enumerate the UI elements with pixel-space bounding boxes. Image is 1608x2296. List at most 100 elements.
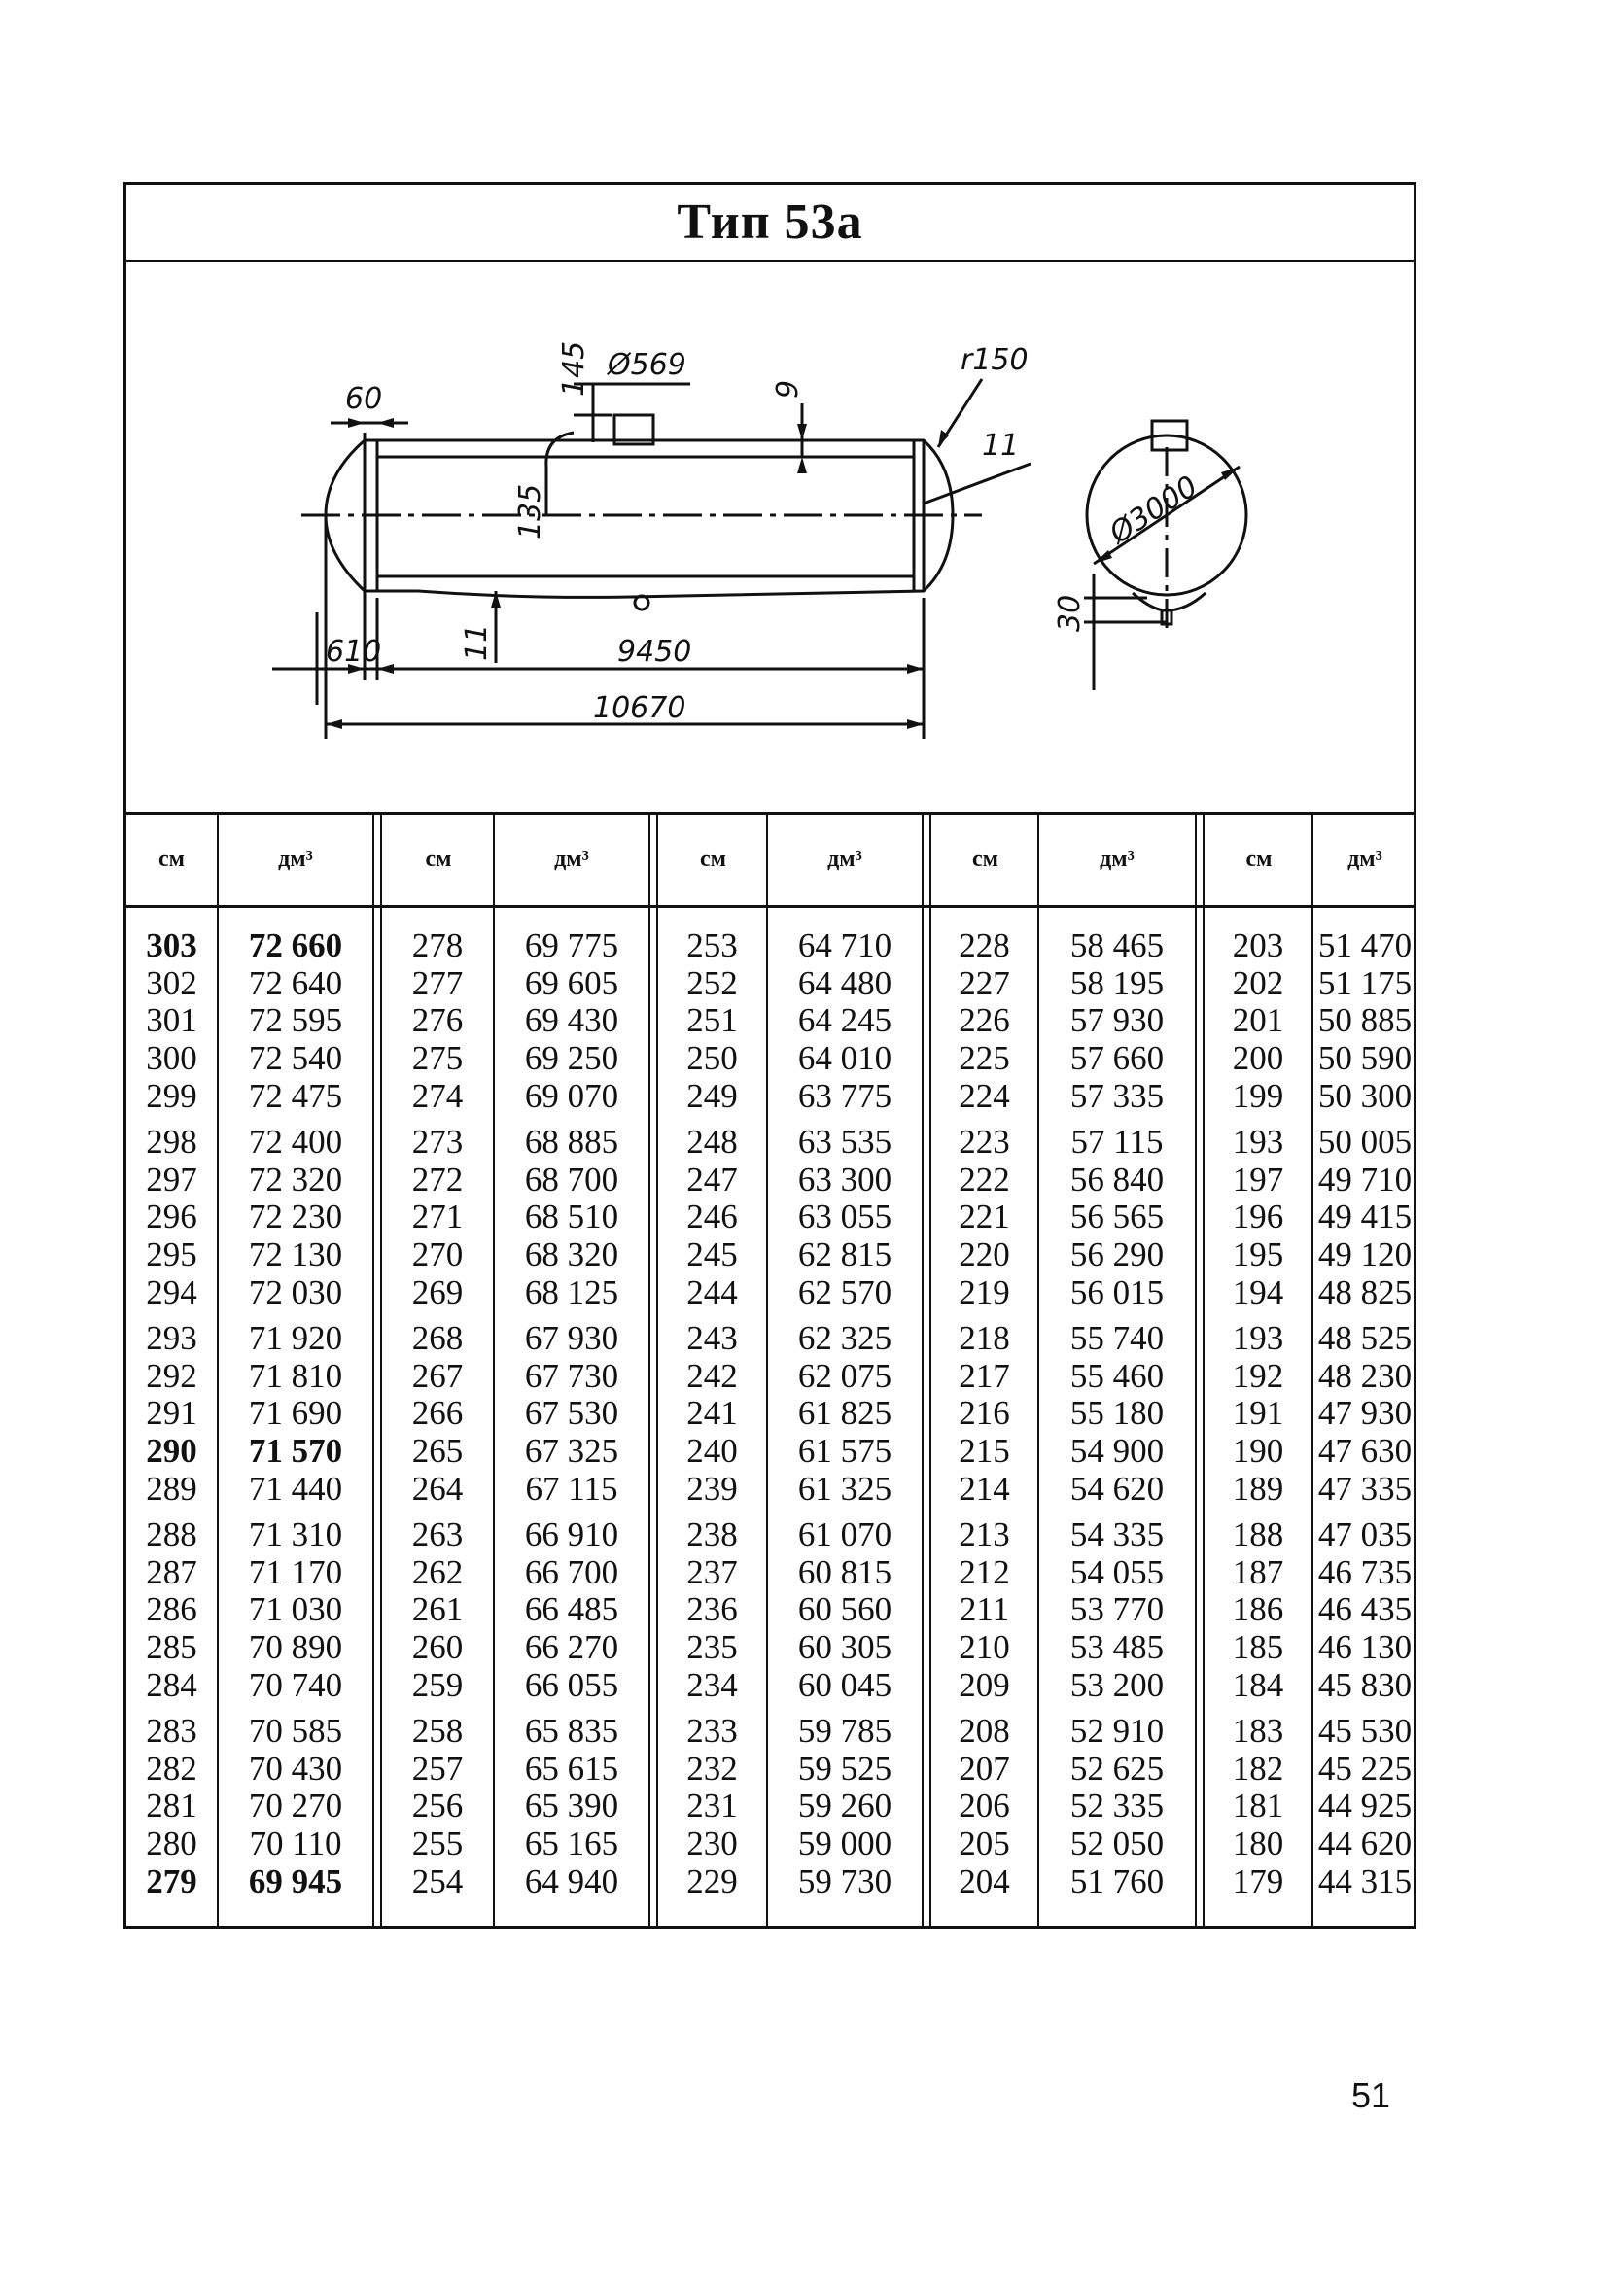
table-cell: 275 [411,1039,464,1078]
table-cell: 71 920 [248,1319,343,1358]
table-cell: 234 [686,1665,738,1704]
table-cell: 204 [959,1861,1010,1900]
table-cell: 196 [1232,1198,1284,1236]
table-cell: 71 440 [248,1469,343,1508]
table-cell: 290 [146,1432,197,1471]
table-cell: 184 [1232,1665,1284,1704]
table-cell: 68 700 [524,1160,619,1199]
table-cell: 67 115 [525,1469,618,1508]
table-frame: Тип 53а [123,182,1416,1929]
table-cell: 280 [146,1825,197,1863]
table-cell: 59 525 [797,1749,892,1788]
table-cell: 249 [686,1076,738,1115]
table-cell: 68 510 [524,1198,619,1236]
table-cell: 61 325 [797,1469,892,1508]
table-cell: 71 030 [248,1590,343,1629]
table-cell: 210 [959,1628,1010,1667]
table-cell: 206 [959,1787,1010,1826]
table-cell: 203 [1232,926,1284,964]
header-cm: см [425,847,452,872]
table-cell: 69 605 [524,963,619,1002]
table-cell: 285 [146,1628,197,1667]
table-cell: 274 [411,1076,464,1115]
header-dm3: дм³ [554,847,589,872]
group-divider [1195,815,1205,1929]
table-cell: 301 [146,1001,197,1040]
table-cell: 267 [411,1356,464,1395]
table-cell: 193 [1232,1319,1284,1358]
table-cell: 225 [959,1039,1010,1078]
table-cell: 243 [686,1319,738,1358]
table-cell: 230 [686,1825,738,1863]
table-cell: 219 [959,1272,1010,1311]
table-cell: 72 640 [248,963,343,1002]
header-dm3: дм³ [1347,847,1382,872]
table-cell: 212 [959,1552,1010,1591]
table-cell: 44 925 [1317,1787,1413,1826]
table-cell: 298 [146,1123,197,1162]
table-cell: 66 270 [524,1628,619,1667]
table-cell: 277 [411,963,464,1002]
table-cell: 245 [686,1235,738,1274]
table-cell: 64 010 [797,1039,892,1078]
table-cell: 72 320 [248,1160,343,1199]
table-cell: 65 165 [524,1825,619,1863]
table-cell: 59 785 [797,1712,892,1751]
table-cell: 193 [1232,1123,1284,1162]
table-cell: 67 325 [524,1432,619,1471]
table-cell: 68 125 [524,1272,619,1311]
table-cell: 46 130 [1317,1628,1413,1667]
table-cell: 48 825 [1317,1272,1413,1311]
table-cell: 56 840 [1069,1160,1165,1199]
table-cell: 62 570 [797,1272,892,1311]
table-cell: 64 940 [524,1861,619,1900]
table-cell: 221 [959,1198,1010,1236]
table-cell: 300 [146,1039,197,1078]
table-cell: 52 335 [1069,1787,1165,1826]
table-cell: 51 760 [1069,1861,1165,1900]
table-cell: 255 [411,1825,464,1863]
table-cell: 197 [1232,1160,1284,1199]
dim-30: 30 [1053,595,1087,632]
table-cell: 69 430 [524,1001,619,1040]
table-cell: 65 615 [524,1749,619,1788]
table-cell: 217 [959,1356,1010,1395]
table-cell: 228 [959,926,1010,964]
table-cell: 263 [411,1515,464,1554]
table-cell: 53 770 [1069,1590,1165,1629]
table-cell: 66 700 [524,1552,619,1591]
table-cell: 186 [1232,1590,1284,1629]
table-cell: 229 [686,1861,738,1900]
page-title: Тип 53а [677,194,863,250]
table-cell: 50 590 [1317,1039,1413,1078]
table-cell: 288 [146,1515,197,1554]
table-cell: 72 230 [248,1198,343,1236]
table-cell: 291 [146,1394,197,1433]
table-cell: 192 [1232,1356,1284,1395]
table-cell: 68 320 [524,1235,619,1274]
table-cell: 70 430 [248,1749,343,1788]
table-cell: 52 910 [1069,1712,1165,1751]
table-header: см дм³ см дм³ см дм³ см дм³ см дм³ [126,815,1414,908]
table-cell: 297 [146,1160,197,1199]
